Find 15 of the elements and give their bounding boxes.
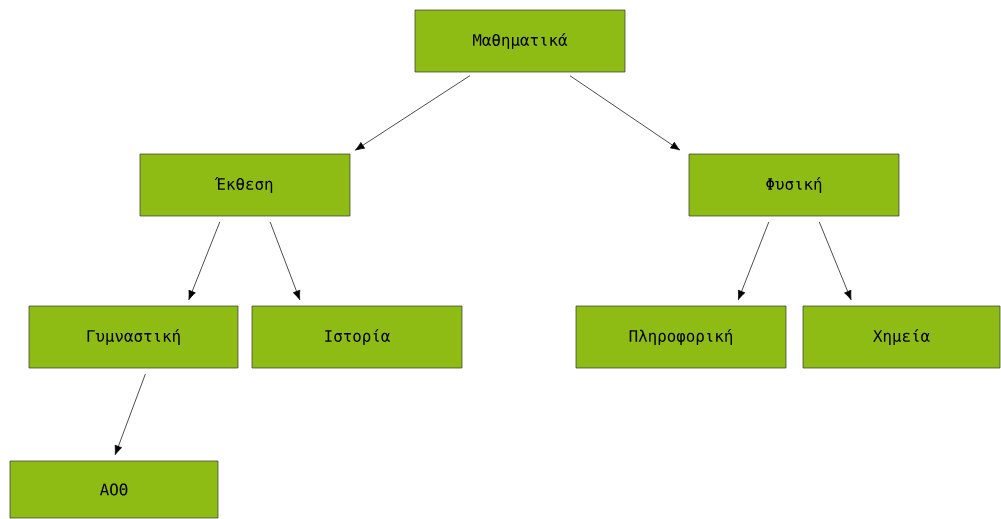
arrow	[188, 221, 221, 301]
subject-box: ΑΟΘ	[9, 460, 219, 519]
arrow	[355, 75, 471, 151]
subject-box: Μαθηματικά	[414, 9, 626, 73]
arrow	[114, 373, 146, 455]
subject-box: Χημεία	[802, 305, 1001, 369]
arrow	[818, 221, 852, 301]
arrow	[269, 221, 301, 301]
arrow	[737, 221, 770, 301]
subject-box: Ιστορία	[251, 305, 463, 369]
subject-box: Έκθεση	[139, 153, 351, 217]
subject-box: Πληροφορική	[575, 305, 787, 369]
arrow	[569, 75, 681, 151]
subject-box: Γυμναστική	[28, 305, 239, 369]
subject-box: Φυσική	[688, 153, 900, 217]
